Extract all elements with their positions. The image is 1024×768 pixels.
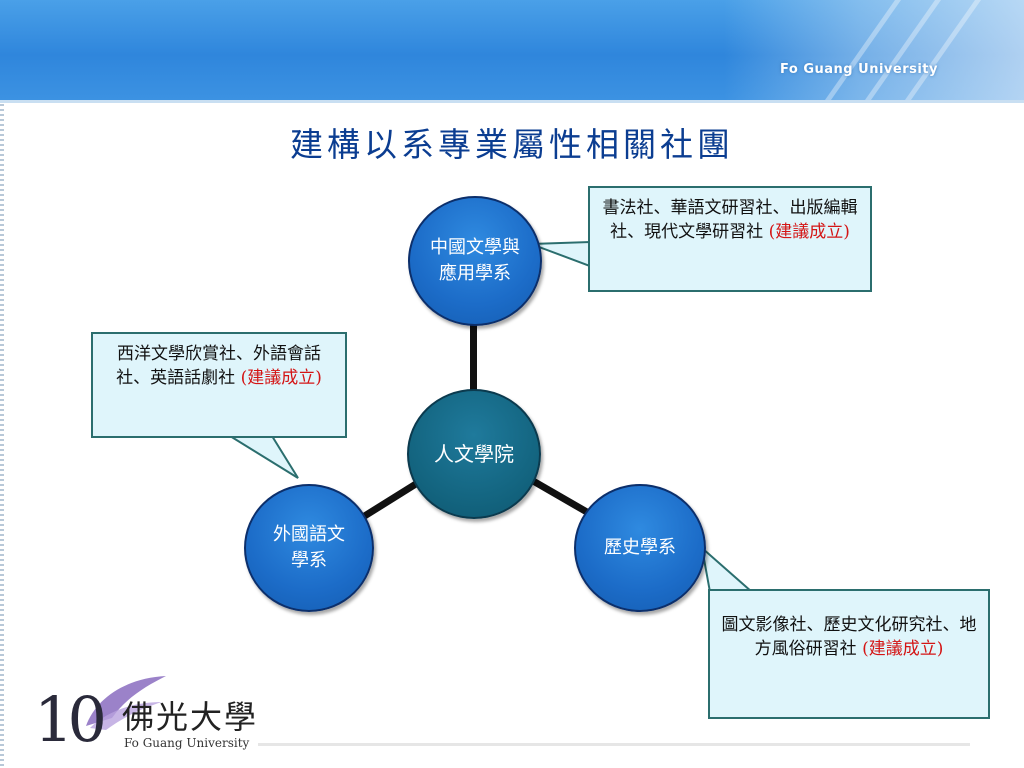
header-banner: Fo Guang University <box>0 0 1024 100</box>
callout-chinese-text: 書法社、華語文研習社、出版編輯社、現代文學研習社 <box>602 198 858 242</box>
callout-history-status: (建議成立) <box>862 639 944 659</box>
callout-foreign-status: (建議成立) <box>240 368 322 388</box>
footer-divider <box>258 743 970 746</box>
header-caption: Fo Guang University <box>780 62 938 77</box>
node-history-department: 歷史學系 <box>574 484 706 612</box>
callout-history-text: 圖文影像社、歷史文化研究社、地方風俗研習社 <box>721 615 977 659</box>
butterfly-logo-icon <box>86 676 166 730</box>
left-dotted-border <box>0 104 4 768</box>
tail-foreign <box>226 435 299 479</box>
callout-foreign-clubs: 西洋文學欣賞社、外語會話社、英語話劇社 (建議成立) <box>91 332 347 438</box>
node-humanities-college: 人文學院 <box>407 389 541 519</box>
connector-center-chinese <box>470 320 477 398</box>
page-title: 建構以系專業屬性相關社團 <box>290 125 734 164</box>
callout-foreign-text: 西洋文學欣賞社、外語會話社、英語話劇社 <box>116 344 321 388</box>
logo-anniversary-number: 10 <box>34 683 107 756</box>
node-history-label: 歷史學系 <box>604 537 676 558</box>
callout-chinese-clubs: 書法社、華語文研習社、出版編輯社、現代文學研習社 (建議成立) <box>588 186 872 292</box>
node-foreign-department: 外國語文學系 <box>244 484 374 612</box>
tail-history <box>700 545 755 593</box>
node-center-label: 人文學院 <box>434 442 514 466</box>
node-chinese-department: 中國文學與應用學系 <box>408 196 542 326</box>
campus-photo <box>724 0 1024 100</box>
logo-english-name: Fo Guang University <box>124 736 250 750</box>
header-divider <box>0 100 1024 103</box>
callout-history-clubs: 圖文影像社、歷史文化研究社、地方風俗研習社 (建議成立) <box>708 589 990 719</box>
logo-chinese-name: 佛光大學 <box>122 698 259 736</box>
node-chinese-label: 中國文學與應用學系 <box>430 237 520 284</box>
node-foreign-label: 外國語文學系 <box>273 524 345 571</box>
callout-chinese-status: (建議成立) <box>768 222 850 242</box>
